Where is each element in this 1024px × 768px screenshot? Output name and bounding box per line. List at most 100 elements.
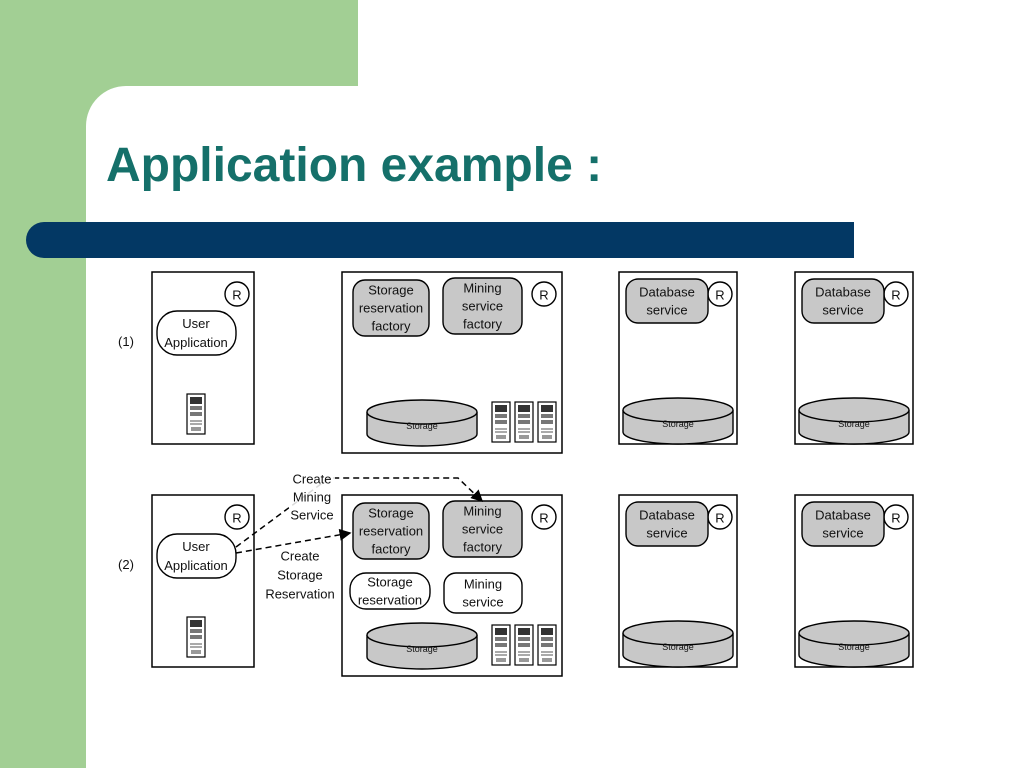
- server-base: [496, 658, 506, 662]
- r-badge: [531, 504, 557, 530]
- database-service-box-label-line: service: [646, 526, 687, 541]
- server-slot: [541, 637, 553, 641]
- mining-service-factory-box-label-line: service: [462, 522, 503, 537]
- database-service-box-label-line: service: [822, 303, 863, 318]
- server-slot: [495, 414, 507, 418]
- storage-cylinder-top: [798, 397, 910, 423]
- server-drive: [541, 628, 553, 635]
- create-storage-reservation-label-line: Storage: [277, 568, 323, 583]
- arrow-label-bg: [289, 472, 335, 524]
- storage-label: Storage: [662, 642, 694, 652]
- server-slot: [190, 406, 202, 410]
- server-base: [542, 658, 552, 662]
- database-service-box: [625, 278, 709, 324]
- server-drive: [518, 628, 530, 635]
- database-storage: Storage: [622, 397, 734, 445]
- server-base: [542, 435, 552, 439]
- main-server-icon: [514, 401, 534, 443]
- storage-reservation-factory-box-label-line: reservation: [359, 301, 423, 316]
- main-server-icon: [537, 401, 557, 443]
- server-base: [519, 435, 529, 439]
- r-badge-label: R: [891, 511, 900, 526]
- main-server-icon: [537, 624, 557, 666]
- database-service-box: [801, 501, 885, 547]
- main-server-icon: [491, 401, 511, 443]
- storage-cylinder-top: [622, 397, 734, 423]
- database-service-box: [801, 278, 885, 324]
- r-badge-label: R: [891, 288, 900, 303]
- storage-reservation-service-box: [349, 572, 431, 610]
- storage-reservation-service-label-line: reservation: [358, 593, 422, 608]
- r-badge-label: R: [539, 511, 548, 526]
- database-service-box-label: Database service: [639, 508, 695, 541]
- server-slot: [190, 635, 202, 639]
- storage-reservation-factory-box-label-line: Storage: [368, 506, 414, 521]
- server-base: [496, 435, 506, 439]
- create-mining-service-label-line: Mining: [293, 490, 331, 505]
- row-label: (2): [118, 557, 134, 572]
- mining-service-factory-box-label-line: service: [462, 299, 503, 314]
- server-drive: [541, 405, 553, 412]
- r-badge-label: R: [715, 511, 724, 526]
- server-slot: [518, 414, 530, 418]
- server-slot: [495, 420, 507, 424]
- server-drive: [518, 405, 530, 412]
- r-badge: [224, 281, 250, 307]
- server-base: [519, 658, 529, 662]
- storage-label: Storage: [838, 419, 870, 429]
- main-server-icon: [491, 624, 511, 666]
- create-mining-service-arrow: [235, 477, 484, 548]
- user-application-label-line: User: [182, 316, 210, 331]
- database-service-box-label-line: Database: [639, 508, 695, 523]
- main-server-icon: [514, 624, 534, 666]
- row-label: (1): [118, 334, 134, 349]
- slide-title: Application example :: [106, 139, 603, 192]
- mining-service-factory-box-label-line: Mining: [463, 281, 501, 296]
- storage-reservation-service-label: Storage reservation: [358, 575, 422, 608]
- server-base: [191, 650, 201, 654]
- storage-label: Storage: [838, 642, 870, 652]
- user-application-label-line: Application: [164, 558, 228, 573]
- main-storage: Storage: [366, 399, 478, 447]
- r-badge: [224, 504, 250, 530]
- database-storage: Storage: [798, 397, 910, 445]
- storage-cylinder-top: [366, 399, 478, 425]
- user-server-icon: [186, 393, 206, 435]
- server-slot: [518, 643, 530, 647]
- database-service-box: [625, 501, 709, 547]
- storage-reservation-factory-box: [352, 502, 430, 560]
- storage-label: Storage: [406, 644, 438, 654]
- storage-reservation-service-label-line: Storage: [367, 575, 413, 590]
- user-server-icon: [186, 616, 206, 658]
- server-slot: [495, 637, 507, 641]
- storage-reservation-factory-box-label-line: Storage: [368, 283, 414, 298]
- mining-service-factory-box-label-line: factory: [463, 540, 503, 555]
- storage-reservation-factory-box: [352, 279, 430, 337]
- r-badge-label: R: [715, 288, 724, 303]
- create-mining-service-label-line: Service: [290, 508, 333, 523]
- create-storage-reservation-label-line: Create: [280, 549, 319, 564]
- server-slot: [495, 643, 507, 647]
- server-slot: [541, 643, 553, 647]
- database-service-box-label-line: service: [646, 303, 687, 318]
- main-storage: Storage: [366, 622, 478, 670]
- server-slot: [518, 637, 530, 641]
- storage-cylinder-top: [366, 622, 478, 648]
- r-badge-label: R: [232, 511, 241, 526]
- mining-service-box: [443, 572, 523, 614]
- server-slot: [541, 414, 553, 418]
- server-drive: [495, 405, 507, 412]
- database-storage: Storage: [798, 620, 910, 668]
- user-application-label-line: User: [182, 539, 210, 554]
